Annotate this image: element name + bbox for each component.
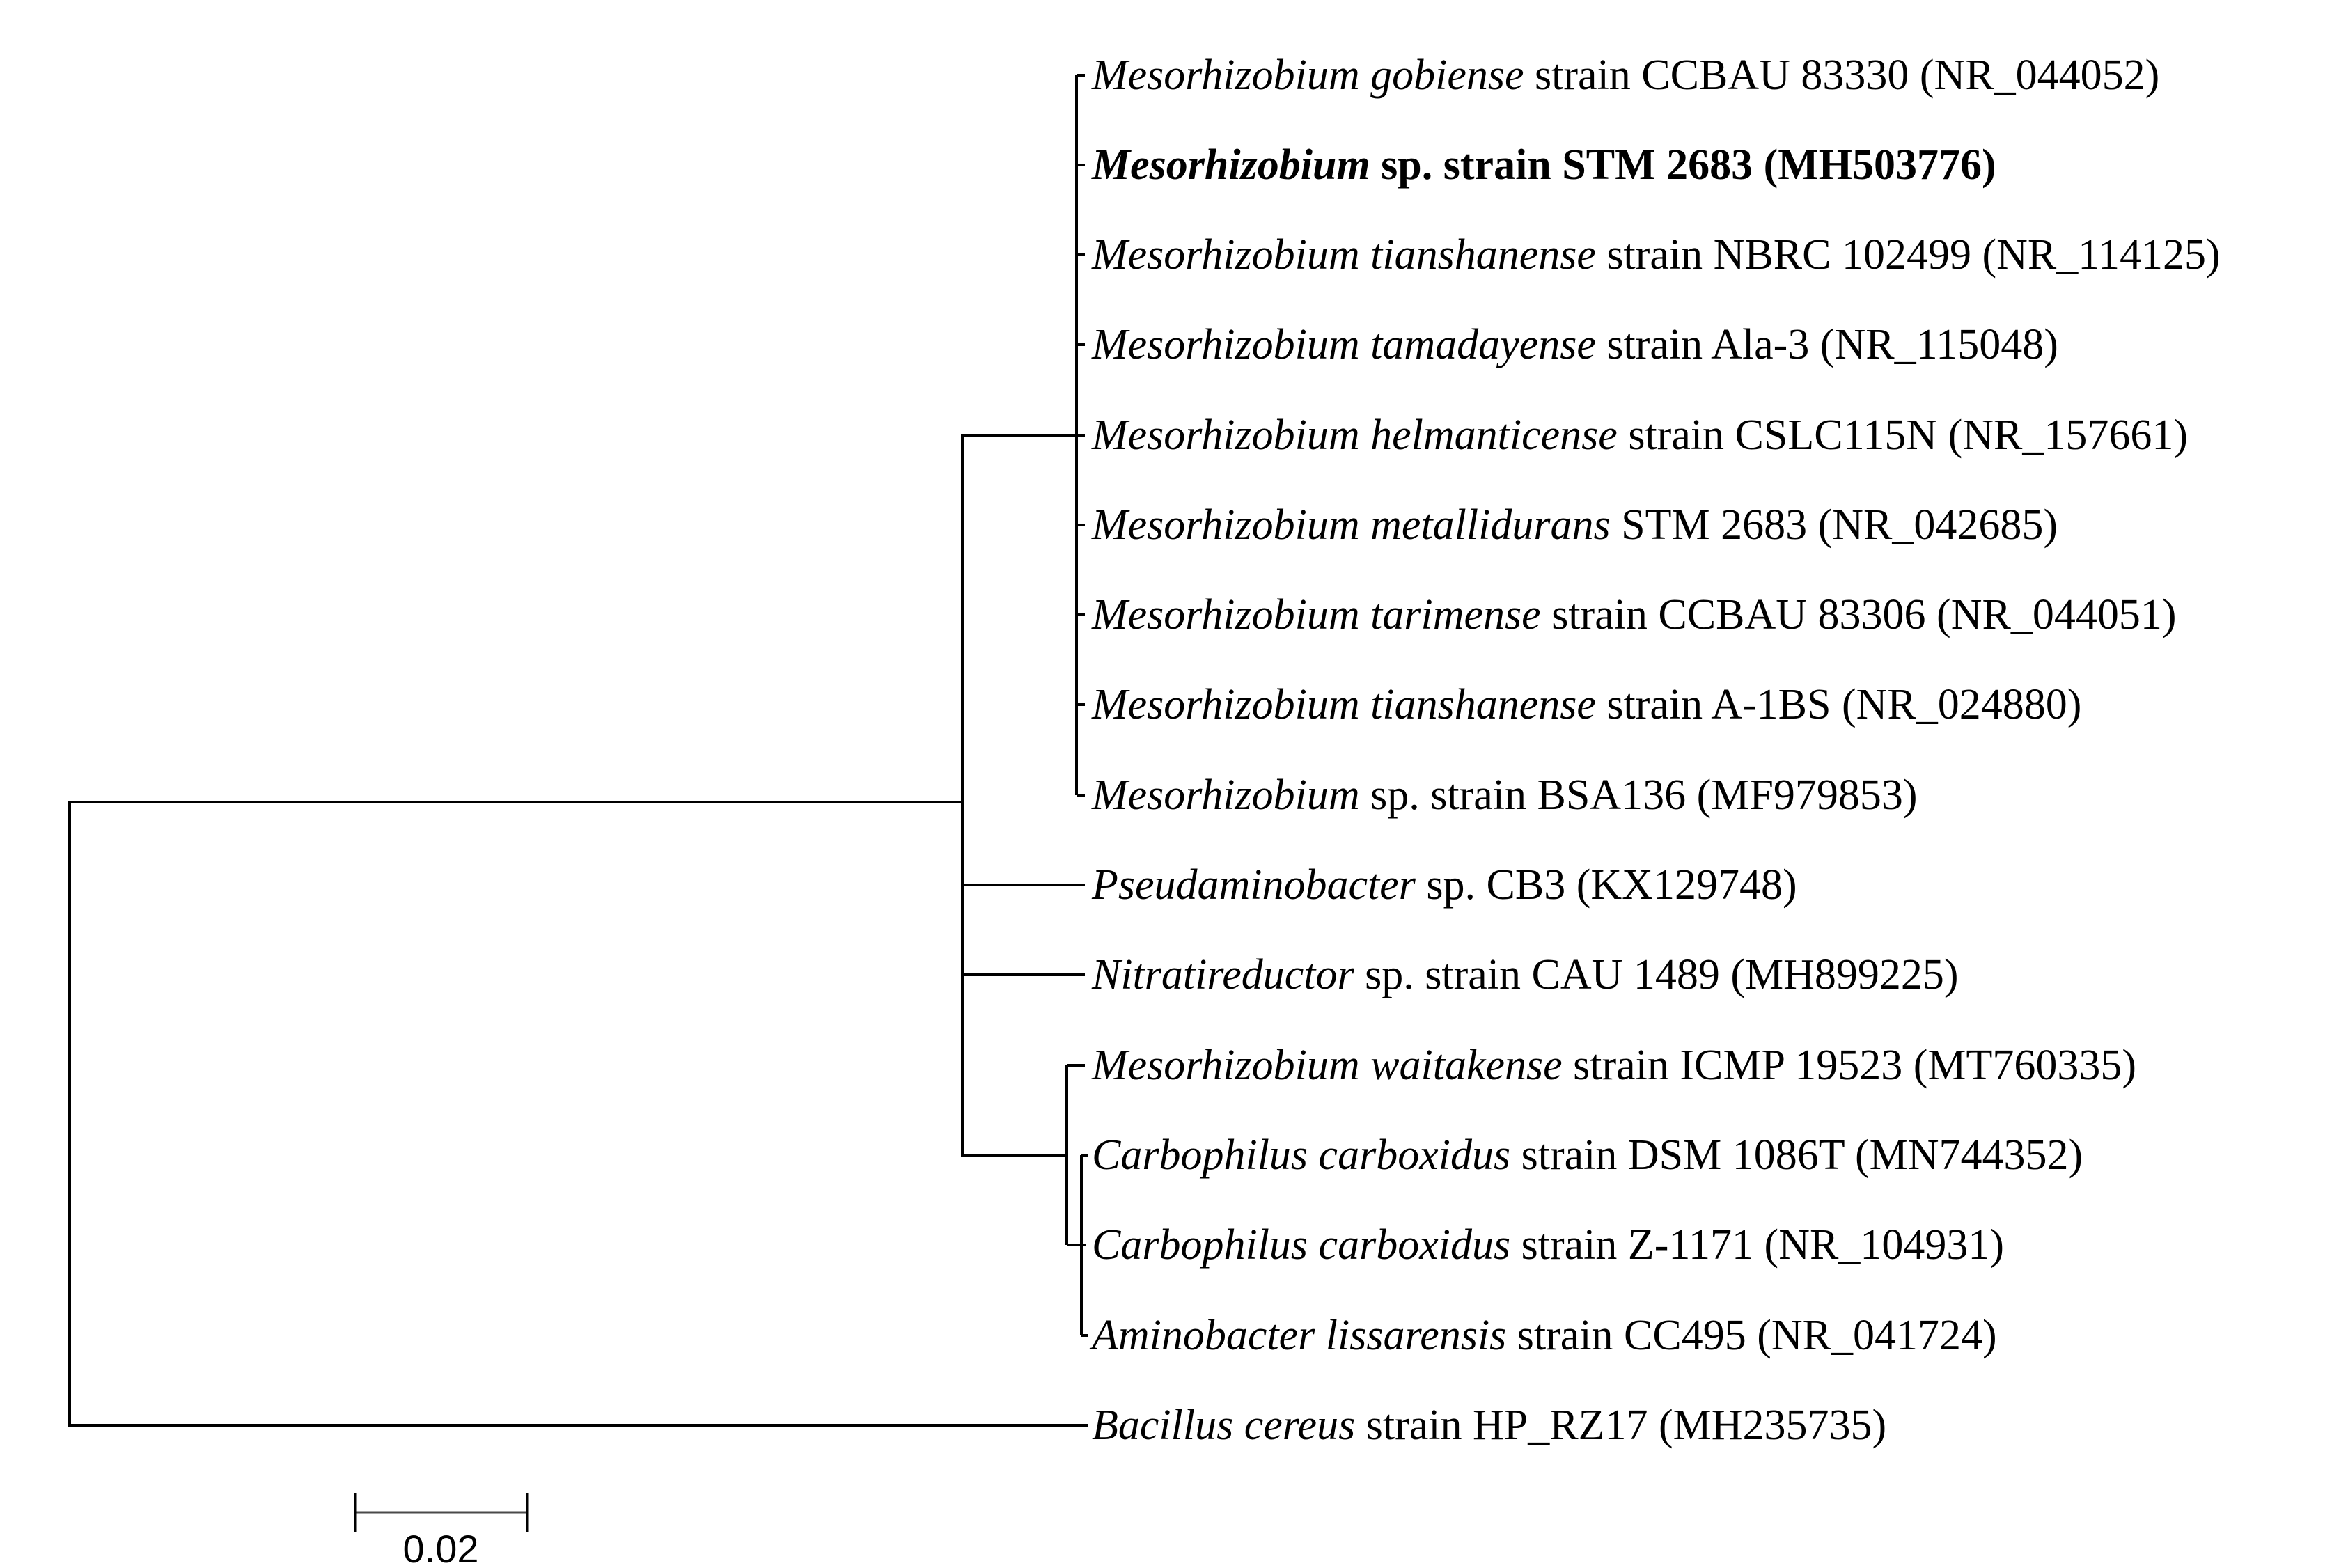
taxon-label-waitakense: Mesorhizobium waitakense strain ICMP 195… xyxy=(1092,1036,2136,1095)
taxon-name: Mesorhizobium tianshanense xyxy=(1092,231,1596,279)
strain-accession: strain CC495 (NR_041724) xyxy=(1506,1312,1997,1359)
taxon-name: Mesorhizobium waitakense xyxy=(1092,1042,1563,1089)
scale-bar xyxy=(354,1493,529,1532)
strain-accession: sp. CB3 (KX129748) xyxy=(1415,861,1797,909)
taxon-name: Carbophilus carboxidus xyxy=(1092,1131,1511,1179)
taxon-name: Carbophilus carboxidus xyxy=(1092,1221,1511,1269)
taxon-label-metallidurans: Mesorhizobium metallidurans STM 2683 (NR… xyxy=(1092,496,2058,554)
taxon-label-gobiense: Mesorhizobium gobiense strain CCBAU 8333… xyxy=(1092,46,2159,104)
taxon-label-tamadayense: Mesorhizobium tamadayense strain Ala-3 (… xyxy=(1092,315,2058,374)
taxon-name: Pseudaminobacter xyxy=(1092,861,1416,909)
scale-bar-label: 0.02 xyxy=(402,1527,479,1568)
taxon-name: Mesorhizobium xyxy=(1092,771,1360,819)
strain-accession: sp. strain CAU 1489 (MH899225) xyxy=(1354,951,1959,998)
strain-accession: STM 2683 (NR_042685) xyxy=(1610,501,2058,549)
strain-accession: strain Z-1171 (NR_104931) xyxy=(1510,1221,2004,1269)
taxon-label-aminobacter: Aminobacter lissarensis strain CC495 (NR… xyxy=(1092,1306,1997,1365)
strain-accession: strain CCBAU 83330 (NR_044052) xyxy=(1524,52,2160,99)
taxon-label-helmanticense: Mesorhizobium helmanticense strain CSLC1… xyxy=(1092,406,2188,464)
taxon-name: Mesorhizobium xyxy=(1092,141,1370,189)
taxon-name: Mesorhizobium helmanticense xyxy=(1092,411,1618,459)
taxon-label-carboxidus-z1171: Carbophilus carboxidus strain Z-1171 (NR… xyxy=(1092,1216,2004,1274)
taxon-name: Mesorhizobium tianshanense xyxy=(1092,681,1596,728)
taxon-label-nitratireductor: Nitratireductor sp. strain CAU 1489 (MH8… xyxy=(1092,946,1959,1004)
taxon-label-bsa136: Mesorhizobium sp. strain BSA136 (MF97985… xyxy=(1092,766,1918,824)
strain-accession: sp. strain BSA136 (MF979853) xyxy=(1359,771,1918,819)
strain-accession: strain HP_RZ17 (MH235735) xyxy=(1355,1402,1887,1449)
taxon-name: Nitratireductor xyxy=(1092,951,1354,998)
strain-accession: sp. strain STM 2683 (MH503776) xyxy=(1370,141,1996,189)
strain-accession: strain Ala-3 (NR_115048) xyxy=(1595,321,2058,368)
taxon-name: Mesorhizobium tamadayense xyxy=(1092,321,1596,368)
strain-accession: strain DSM 1086T (MN744352) xyxy=(1510,1131,2083,1179)
strain-accession: strain CCBAU 83306 (NR_044051) xyxy=(1540,591,2177,638)
taxon-label-stm2683-highlighted: Mesorhizobium sp. strain STM 2683 (MH503… xyxy=(1092,136,1996,194)
taxon-name: Bacillus cereus xyxy=(1092,1402,1356,1449)
strain-accession: strain A-1BS (NR_024880) xyxy=(1595,681,2082,728)
taxon-label-bacillus-cereus: Bacillus cereus strain HP_RZ17 (MH235735… xyxy=(1092,1396,1886,1455)
strain-accession: strain NBRC 102499 (NR_114125) xyxy=(1595,231,2221,279)
taxon-name: Aminobacter lissarensis xyxy=(1092,1312,1507,1359)
taxon-label-tianshanense-a1bs: Mesorhizobium tianshanense strain A-1BS … xyxy=(1092,675,2081,734)
taxon-label-carboxidus-dsm: Carbophilus carboxidus strain DSM 1086T … xyxy=(1092,1126,2083,1184)
taxon-name: Mesorhizobium metallidurans xyxy=(1092,501,1611,549)
taxon-label-pseudaminobacter: Pseudaminobacter sp. CB3 (KX129748) xyxy=(1092,856,1797,914)
strain-accession: strain CSLC115N (NR_157661) xyxy=(1617,411,2189,459)
strain-accession: strain ICMP 19523 (MT760335) xyxy=(1562,1042,2137,1089)
taxon-name: Mesorhizobium tarimense xyxy=(1092,591,1541,638)
taxon-label-tianshanense-nbrc: Mesorhizobium tianshanense strain NBRC 1… xyxy=(1092,226,2221,284)
taxon-label-tarimense: Mesorhizobium tarimense strain CCBAU 833… xyxy=(1092,586,2176,644)
taxon-name: Mesorhizobium gobiense xyxy=(1092,52,1524,99)
